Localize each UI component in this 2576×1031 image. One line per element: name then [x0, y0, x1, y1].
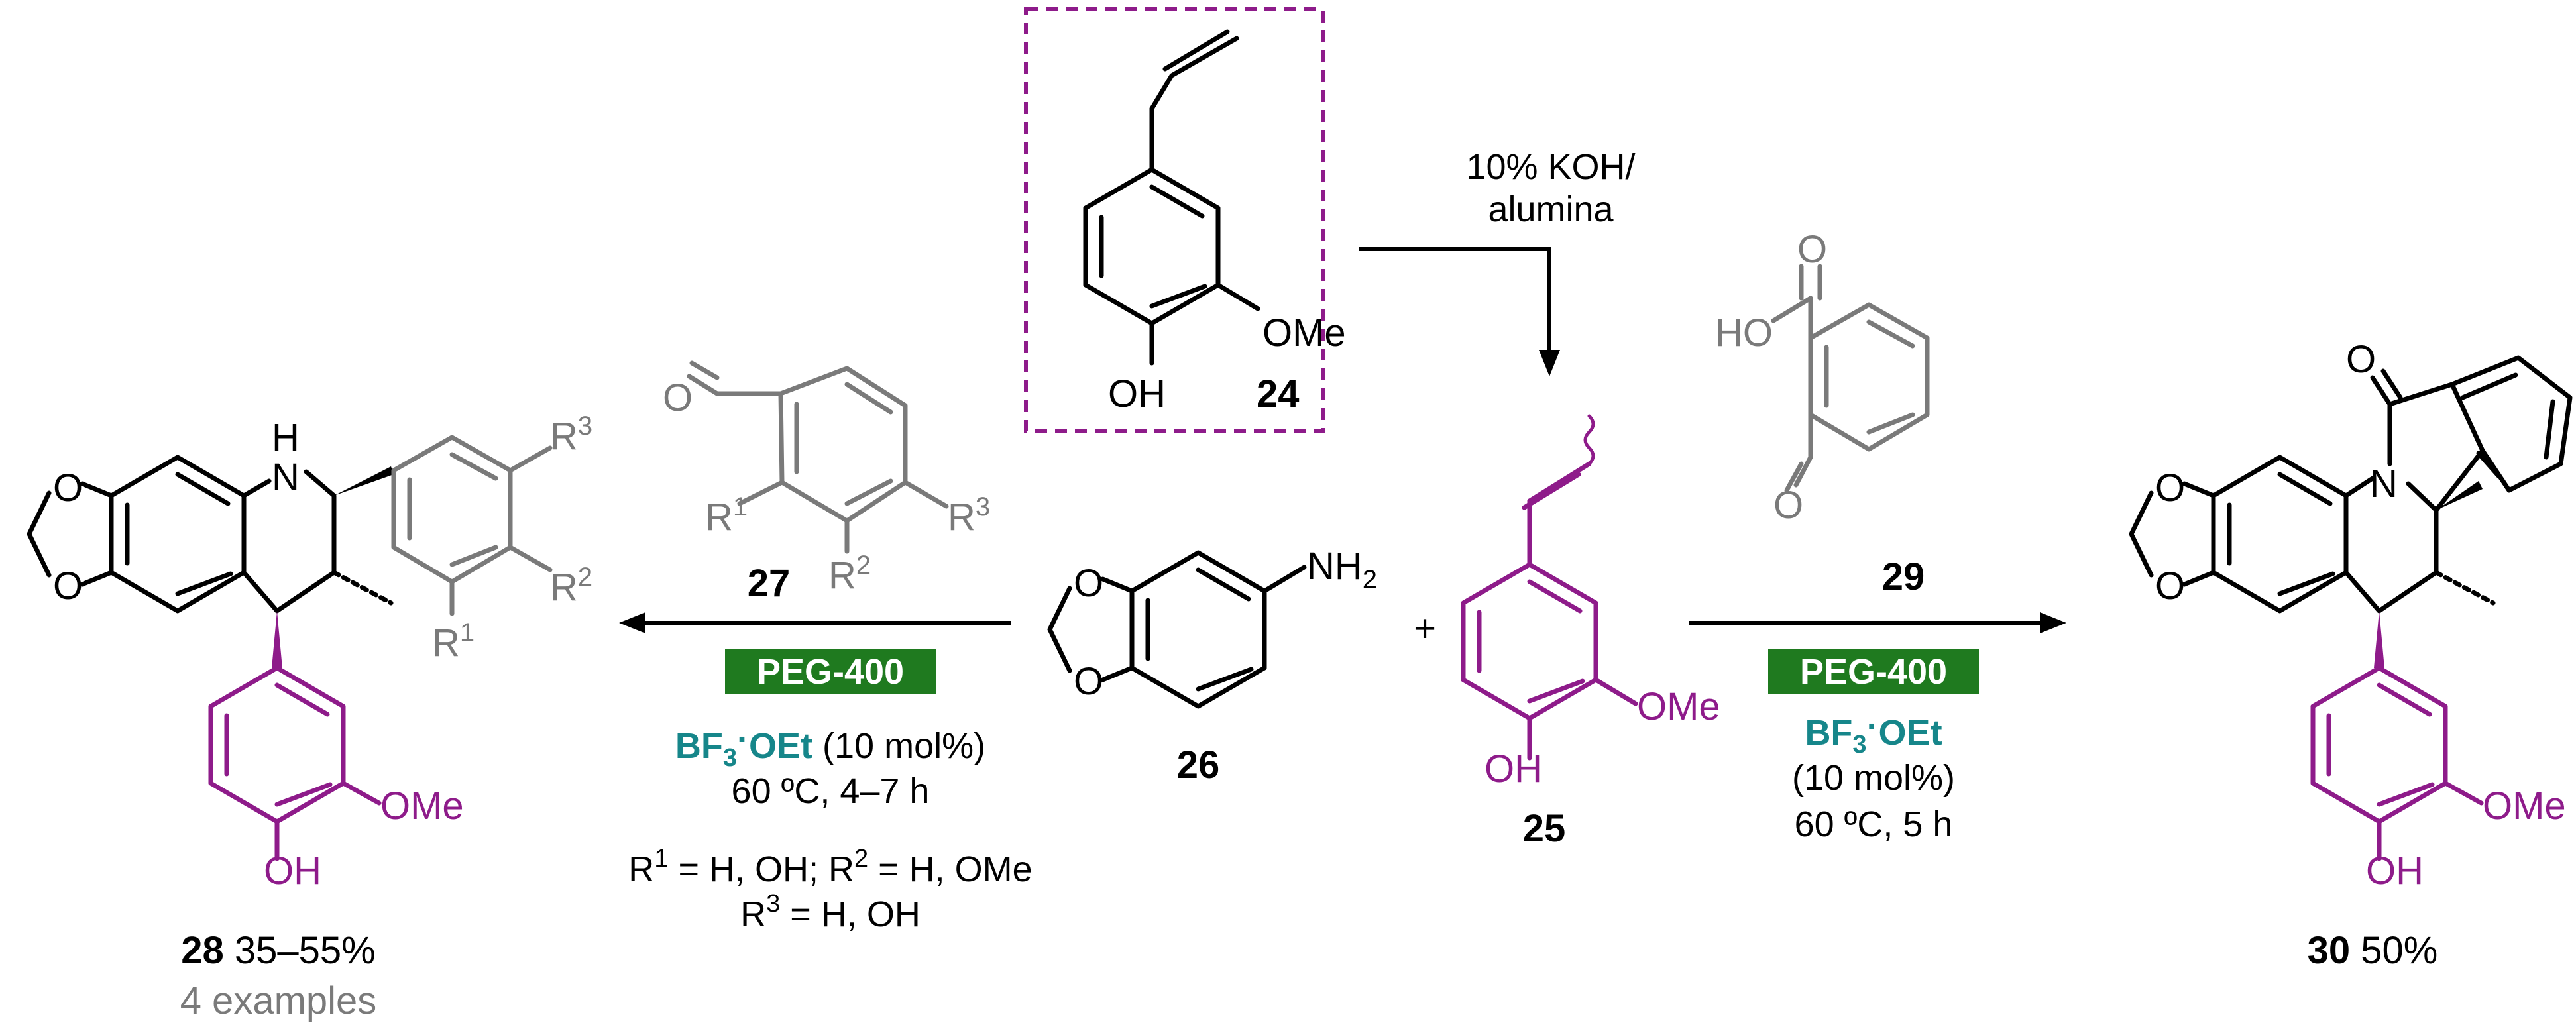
- temp-time-right: 60 ºC, 5 h: [1795, 804, 1953, 844]
- atom-ome-30: OMe: [2483, 785, 2566, 828]
- atom-oh-30: OH: [2366, 849, 2424, 893]
- atom-r1-27: R1: [705, 492, 748, 539]
- atom-ho-29: HO: [1715, 311, 1773, 354]
- atom-r3-28: R3: [550, 411, 592, 458]
- arrow-koh: 10% KOH/ alumina: [1359, 147, 1636, 376]
- atom-oh-24: OH: [1108, 372, 1166, 415]
- plus-sign: +: [1414, 607, 1436, 650]
- compound-24: OMe OH 24: [1024, 7, 1346, 433]
- peg-label-right: PEG-400: [1800, 652, 1947, 692]
- atom-r3-27: R3: [948, 492, 990, 539]
- atom-o1-28: O: [53, 466, 83, 510]
- atom-ome-24: OMe: [1262, 311, 1346, 354]
- compound-28: O O N H R3 R2 R1 OMe OH 28 35–55% 4 exam…: [27, 411, 592, 1022]
- r-definitions-line1: R1 = H, OH; R2 = H, OMe: [628, 845, 1032, 889]
- atom-nh2-26: NH2: [1307, 545, 1377, 594]
- arrow-right: PEG-400 BF3·OEt (10 mol%) 60 ºC, 5 h: [1689, 612, 2066, 844]
- label-25: 25: [1523, 807, 1566, 850]
- koh-line2: alumina: [1488, 190, 1614, 229]
- compound-26: O O NH2 26: [1047, 545, 1377, 787]
- atom-o2-28: O: [53, 565, 83, 608]
- koh-line1: 10% KOH/: [1466, 147, 1635, 187]
- atom-n-28: N: [272, 456, 300, 499]
- compound-29: O HO O 29: [1715, 228, 1930, 598]
- atom-o-27: O: [663, 376, 693, 419]
- atom-o1-26: O: [1074, 562, 1103, 605]
- atom-r2-27: R2: [828, 551, 871, 597]
- compound-30: O O N O OMe OH 30 50%: [2129, 338, 2573, 972]
- atom-o2-26: O: [1074, 660, 1103, 703]
- peg-box-right: [1768, 649, 1979, 694]
- temp-time-left: 60 ºC, 4–7 h: [732, 771, 930, 811]
- atom-r2-28: R2: [550, 563, 592, 609]
- examples-28: 4 examples: [180, 979, 377, 1022]
- atom-n-30: N: [2370, 462, 2398, 506]
- catalyst-right: BF3·OEt: [1805, 706, 1942, 759]
- compound-25: OMe OH 25: [1461, 414, 1720, 850]
- catalyst-load-right: (10 mol%): [1792, 758, 1955, 798]
- atom-r1-28: R1: [432, 618, 475, 665]
- atom-ome-28: OMe: [380, 785, 464, 828]
- atom-ome-25: OMe: [1637, 685, 1720, 728]
- compound-27: O R1 R2 R3 27: [663, 360, 990, 605]
- label-30: 30 50%: [2308, 929, 2438, 972]
- atom-o2-30: O: [2155, 565, 2185, 608]
- label-26: 26: [1177, 743, 1220, 787]
- label-29: 29: [1882, 555, 1925, 598]
- arrow-left: PEG-400 BF3·OEt (10 mol%) 60 ºC, 4–7 h R…: [619, 612, 1033, 934]
- atom-o1-30: O: [2155, 466, 2185, 510]
- r-definitions-line2: R3 = H, OH: [740, 890, 921, 934]
- highlight-box-24: [1024, 7, 1325, 433]
- atom-oh-28: OH: [264, 849, 321, 893]
- atom-h-28: H: [272, 416, 300, 459]
- label-28: 28 35–55%: [181, 929, 376, 972]
- label-24: 24: [1257, 372, 1300, 415]
- atom-o-lactam-30: O: [2346, 338, 2376, 381]
- peg-label-left: PEG-400: [757, 652, 904, 692]
- label-27: 27: [748, 562, 791, 605]
- catalyst-left: BF3·OEt (10 mol%): [675, 720, 985, 772]
- peg-box-left: [725, 649, 936, 694]
- atom-oh-25: OH: [1484, 747, 1542, 790]
- atom-o-acid-29: O: [1797, 228, 1827, 271]
- atom-o-ald-29: O: [1773, 484, 1803, 527]
